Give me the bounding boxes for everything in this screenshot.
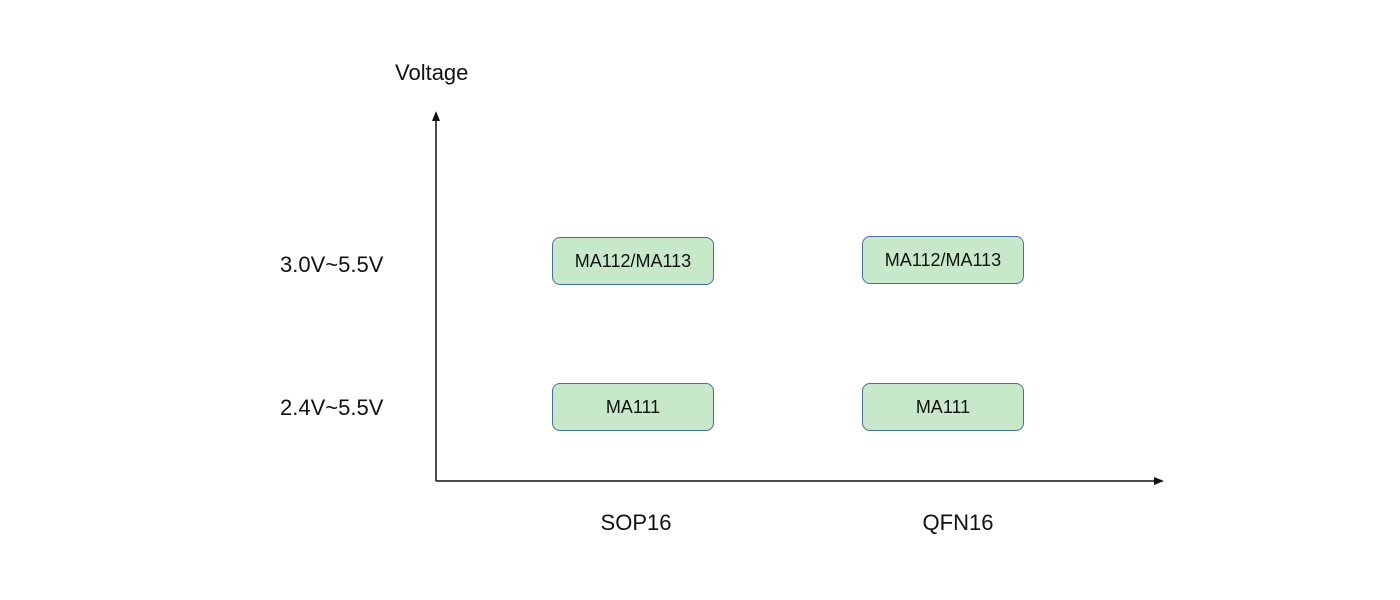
chip-box-sop16-high-voltage: MA112/MA113 <box>552 237 714 285</box>
row-label-high-voltage: 3.0V~5.5V <box>280 252 384 277</box>
chip-box-qfn16-high-voltage: MA112/MA113 <box>862 236 1024 284</box>
y-axis-title: Voltage <box>395 60 469 85</box>
column-label-qfn16: QFN16 <box>922 510 994 535</box>
row-label-low-voltage: 2.4V~5.5V <box>280 395 384 420</box>
x-axis-arrowhead <box>1154 477 1164 485</box>
chip-box-qfn16-low-voltage: MA111 <box>862 383 1024 431</box>
column-label-sop16: SOP16 <box>600 510 672 535</box>
y-axis-arrowhead <box>432 111 440 121</box>
chip-box-sop16-low-voltage: MA111 <box>552 383 714 431</box>
